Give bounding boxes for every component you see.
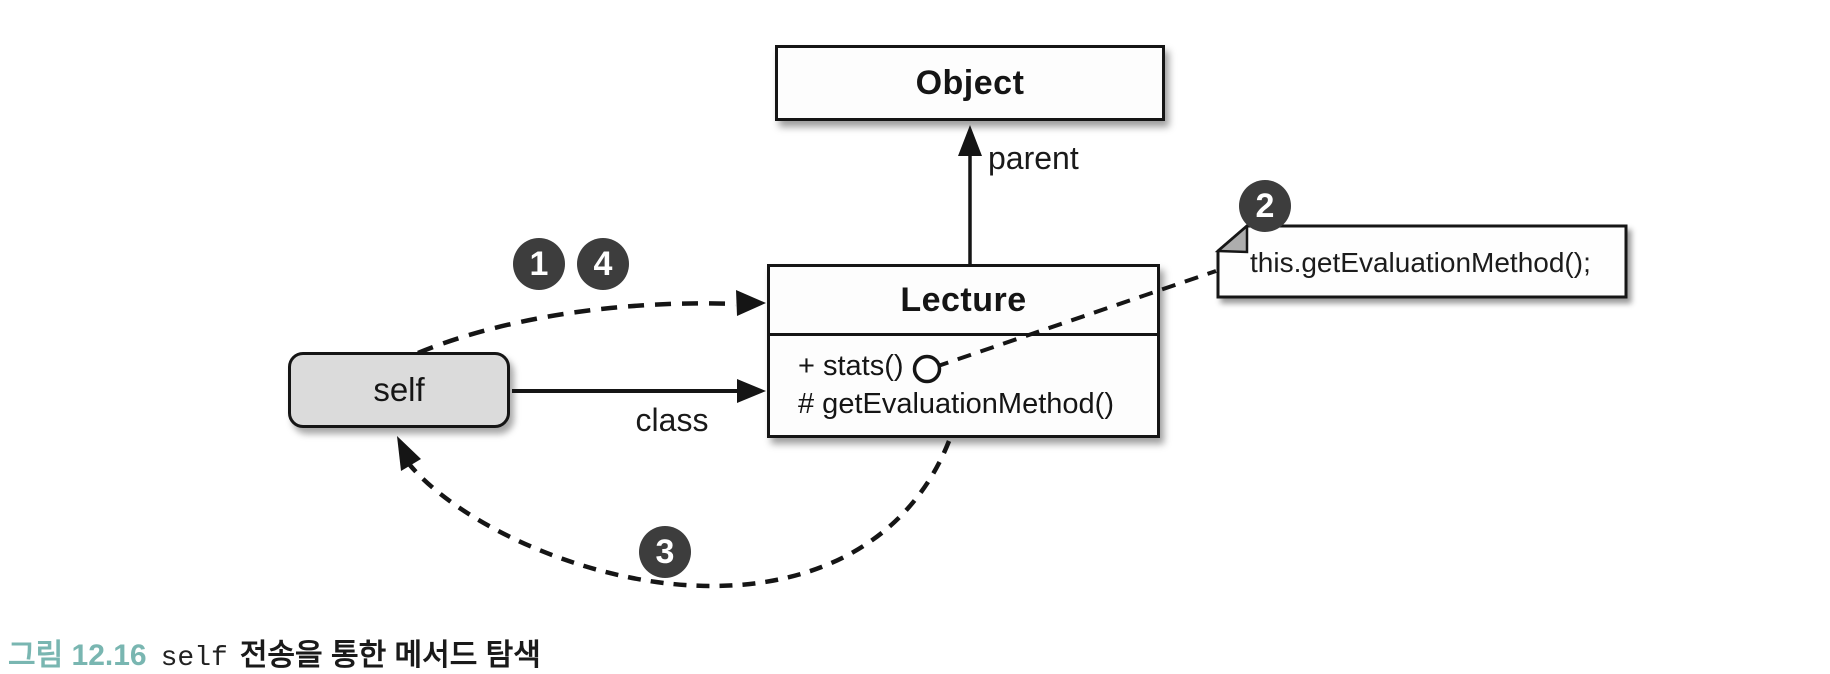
lecture-method-list: + stats() # getEvaluationMethod(): [770, 336, 1157, 423]
figure-caption: 그림 12.16 self 전송을 통한 메서드 탐색: [8, 630, 541, 674]
self-node: self: [288, 352, 510, 428]
caption-keyword: self: [160, 643, 228, 674]
caption-title: 전송을 통한 메서드 탐색: [239, 639, 541, 672]
lecture-class-box: Lecture + stats() # getEvaluationMethod(…: [767, 264, 1160, 438]
class-arrow: [512, 379, 766, 403]
lecture-method-getevaluationmethod: # getEvaluationMethod(): [798, 388, 1114, 420]
step-badge-3: 3: [639, 526, 691, 578]
object-class-title: Object: [915, 63, 1025, 102]
object-class-box: Object: [775, 45, 1165, 121]
uml-note: this.getEvaluationMethod();: [1214, 223, 1628, 299]
class-arrowhead-icon: [737, 379, 766, 403]
parent-edge-label: parent: [988, 140, 1079, 176]
note-body: [1216, 224, 1628, 299]
parent-arrowhead-icon: [958, 125, 982, 156]
return-arrowhead-icon: [397, 436, 421, 471]
lecture-class-title: Lecture: [770, 267, 1157, 336]
class-edge-label: class: [635, 402, 709, 438]
lecture-method-stats: + stats(): [798, 350, 904, 382]
message-arrow-steps-1-4: [417, 290, 766, 356]
figure-number-label: 그림 12.16: [8, 639, 147, 672]
note-code-text: this.getEvaluationMethod();: [1250, 247, 1591, 278]
step-badge-4: 4: [577, 238, 629, 290]
step-badge-1: 1: [513, 238, 565, 290]
self-node-label: self: [373, 371, 425, 408]
step-badge-2: 2: [1239, 180, 1291, 232]
parent-arrow: [958, 125, 982, 264]
message-arrowhead-icon: [736, 290, 766, 316]
note-fold-icon: [1214, 223, 1249, 254]
